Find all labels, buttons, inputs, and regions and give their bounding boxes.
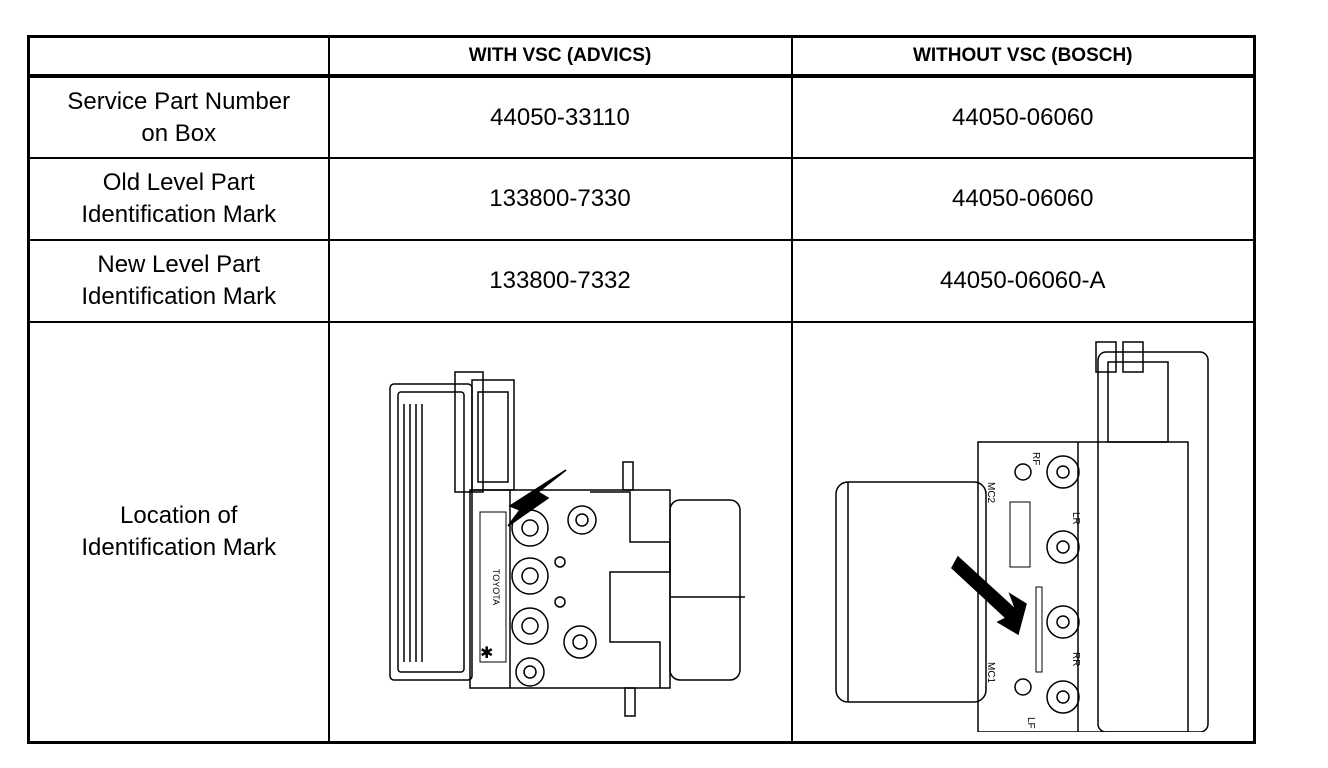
- bolt: [624, 687, 636, 717]
- part-number-table: WITH VSC (ADVICS) WITHOUT VSC (BOSCH) Se…: [27, 35, 1256, 744]
- mount-bracket: [590, 491, 671, 688]
- location-arrow-icon: [950, 555, 1027, 635]
- bolt: [622, 461, 634, 491]
- bosch-diagram-cell: RF LR RR LF MC2 MC1: [790, 321, 1256, 743]
- row-label: Service Part Number on Box: [27, 75, 330, 159]
- advics-actuator-diagram: TOYOTA: [389, 371, 745, 717]
- advics-value: 133800-7332: [327, 239, 793, 323]
- advics-value: 133800-7330: [327, 157, 793, 241]
- port-label: MC2: [985, 482, 996, 504]
- advics-diagram-cell: TOYOTA: [327, 321, 793, 743]
- valve-ports: [1014, 455, 1080, 714]
- header-row: WITH VSC (ADVICS) WITHOUT VSC (BOSCH): [27, 35, 1256, 78]
- table-row: New Level Part Identification Mark 13380…: [27, 239, 1256, 323]
- port-label: RR: [1070, 652, 1081, 666]
- bosch-value: 44050-06060: [790, 75, 1256, 159]
- table-row: Location of Identification Mark: [27, 321, 1256, 743]
- header-blank: [27, 35, 330, 78]
- ecu-housing: [1097, 351, 1209, 732]
- valve-ports: [511, 505, 597, 687]
- port-label: RF: [1030, 452, 1041, 465]
- advics-value: 44050-33110: [327, 75, 793, 159]
- brand-label: TOYOTA: [491, 569, 501, 605]
- bosch-value: 44050-06060-A: [790, 239, 1256, 323]
- bosch-actuator-diagram: RF LR RR LF MC2 MC1: [835, 341, 1209, 732]
- port-label: LR: [1070, 512, 1081, 525]
- pump-motor: [835, 481, 987, 703]
- bosch-value: 44050-06060: [790, 157, 1256, 241]
- pump-motor: [669, 499, 741, 681]
- location-arrow-icon: [507, 469, 567, 527]
- port-label: LF: [1025, 717, 1036, 729]
- hydraulic-block: [977, 441, 1189, 732]
- table-row: Old Level Part Identification Mark 13380…: [27, 157, 1256, 241]
- header-without-vsc: WITHOUT VSC (BOSCH): [790, 35, 1256, 78]
- port-label: MC1: [985, 662, 996, 684]
- row-label: Location of Identification Mark: [27, 321, 330, 743]
- table-row: Service Part Number on Box 44050-33110 4…: [27, 75, 1256, 159]
- row-label: Old Level Part Identification Mark: [27, 157, 330, 241]
- row-label: New Level Part Identification Mark: [27, 239, 330, 323]
- asterisk-icon: ✱: [480, 643, 493, 662]
- header-with-vsc: WITH VSC (ADVICS): [327, 35, 793, 78]
- ecu-housing: [389, 383, 473, 681]
